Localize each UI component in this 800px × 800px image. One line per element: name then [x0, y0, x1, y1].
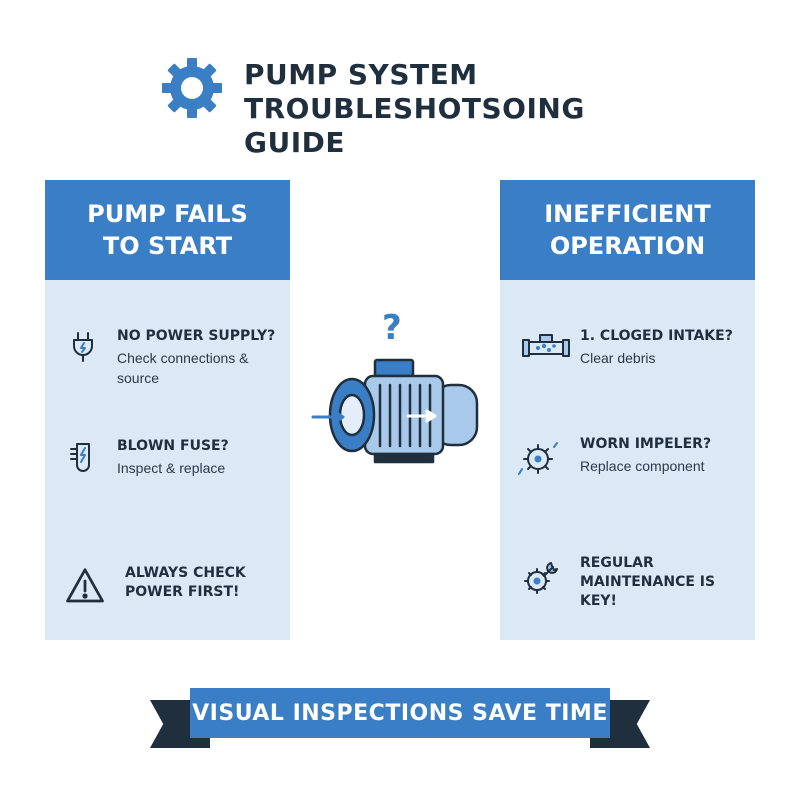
item-title: REGULAR MAINTENANCE IS KEY! [580, 555, 716, 609]
item-title: WORN IMPELER? [580, 436, 712, 452]
item-title: ALWAYS CHECK POWER FIRST! [125, 565, 246, 600]
list-item-worn-impeller: WORN IMPELER? Replace component [500, 433, 755, 493]
item-detail: Inspect & replace [117, 460, 226, 476]
pump-illustration: ? [305, 300, 485, 470]
banner-text: VISUAL INSPECTIONS SAVE TIME [190, 688, 610, 738]
item-title: NO POWER SUPPLY? [117, 328, 276, 344]
list-item-regular-maintenance: REGULAR MAINTENANCE IS KEY! [500, 552, 755, 612]
clogged-pipe-icon [522, 334, 570, 357]
item-detail: Clear debris [580, 350, 656, 366]
list-item-blown-fuse: BLOWN FUSE? Inspect & replace [45, 435, 290, 495]
gear-icon [162, 58, 222, 118]
panel-title: PUMP FAILS TO START [45, 180, 290, 280]
panel-title: INEFFICIENT OPERATION [500, 180, 755, 280]
panel-pump-fails-to-start: PUMP FAILS TO START NO POWER SUPPLY? Che… [45, 180, 290, 640]
list-item-no-power: NO POWER SUPPLY? Check connections & sou… [45, 325, 290, 386]
list-item-clogged-intake: 1. CLOGED INTAKE? Clear debris [500, 325, 755, 385]
item-title: 1. CLOGED INTAKE? [580, 328, 733, 344]
list-item-always-check: ALWAYS CHECK POWER FIRST! [45, 562, 290, 622]
footer-banner: VISUAL INSPECTIONS SAVE TIME [150, 688, 650, 748]
question-mark: ? [382, 308, 402, 348]
item-detail: Replace component [580, 458, 705, 474]
page-title: PUMP SYSTEM TROUBLESHOTSOING GUIDE [244, 58, 585, 159]
power-plug-icon [73, 332, 93, 362]
pump-motor-icon [311, 358, 479, 464]
panel-inefficient-operation: INEFFICIENT OPERATION 1. CLOGED INTAKE? … [500, 180, 755, 640]
header: PUMP SYSTEM TROUBLESHOTSOING GUIDE [160, 50, 660, 159]
item-title: BLOWN FUSE? [117, 438, 229, 454]
item-detail: Check connections & source [117, 350, 249, 386]
fuse-icon [70, 443, 90, 472]
warning-icon [66, 568, 104, 603]
wrench-gear-icon [524, 562, 558, 594]
impeller-icon [518, 442, 558, 475]
